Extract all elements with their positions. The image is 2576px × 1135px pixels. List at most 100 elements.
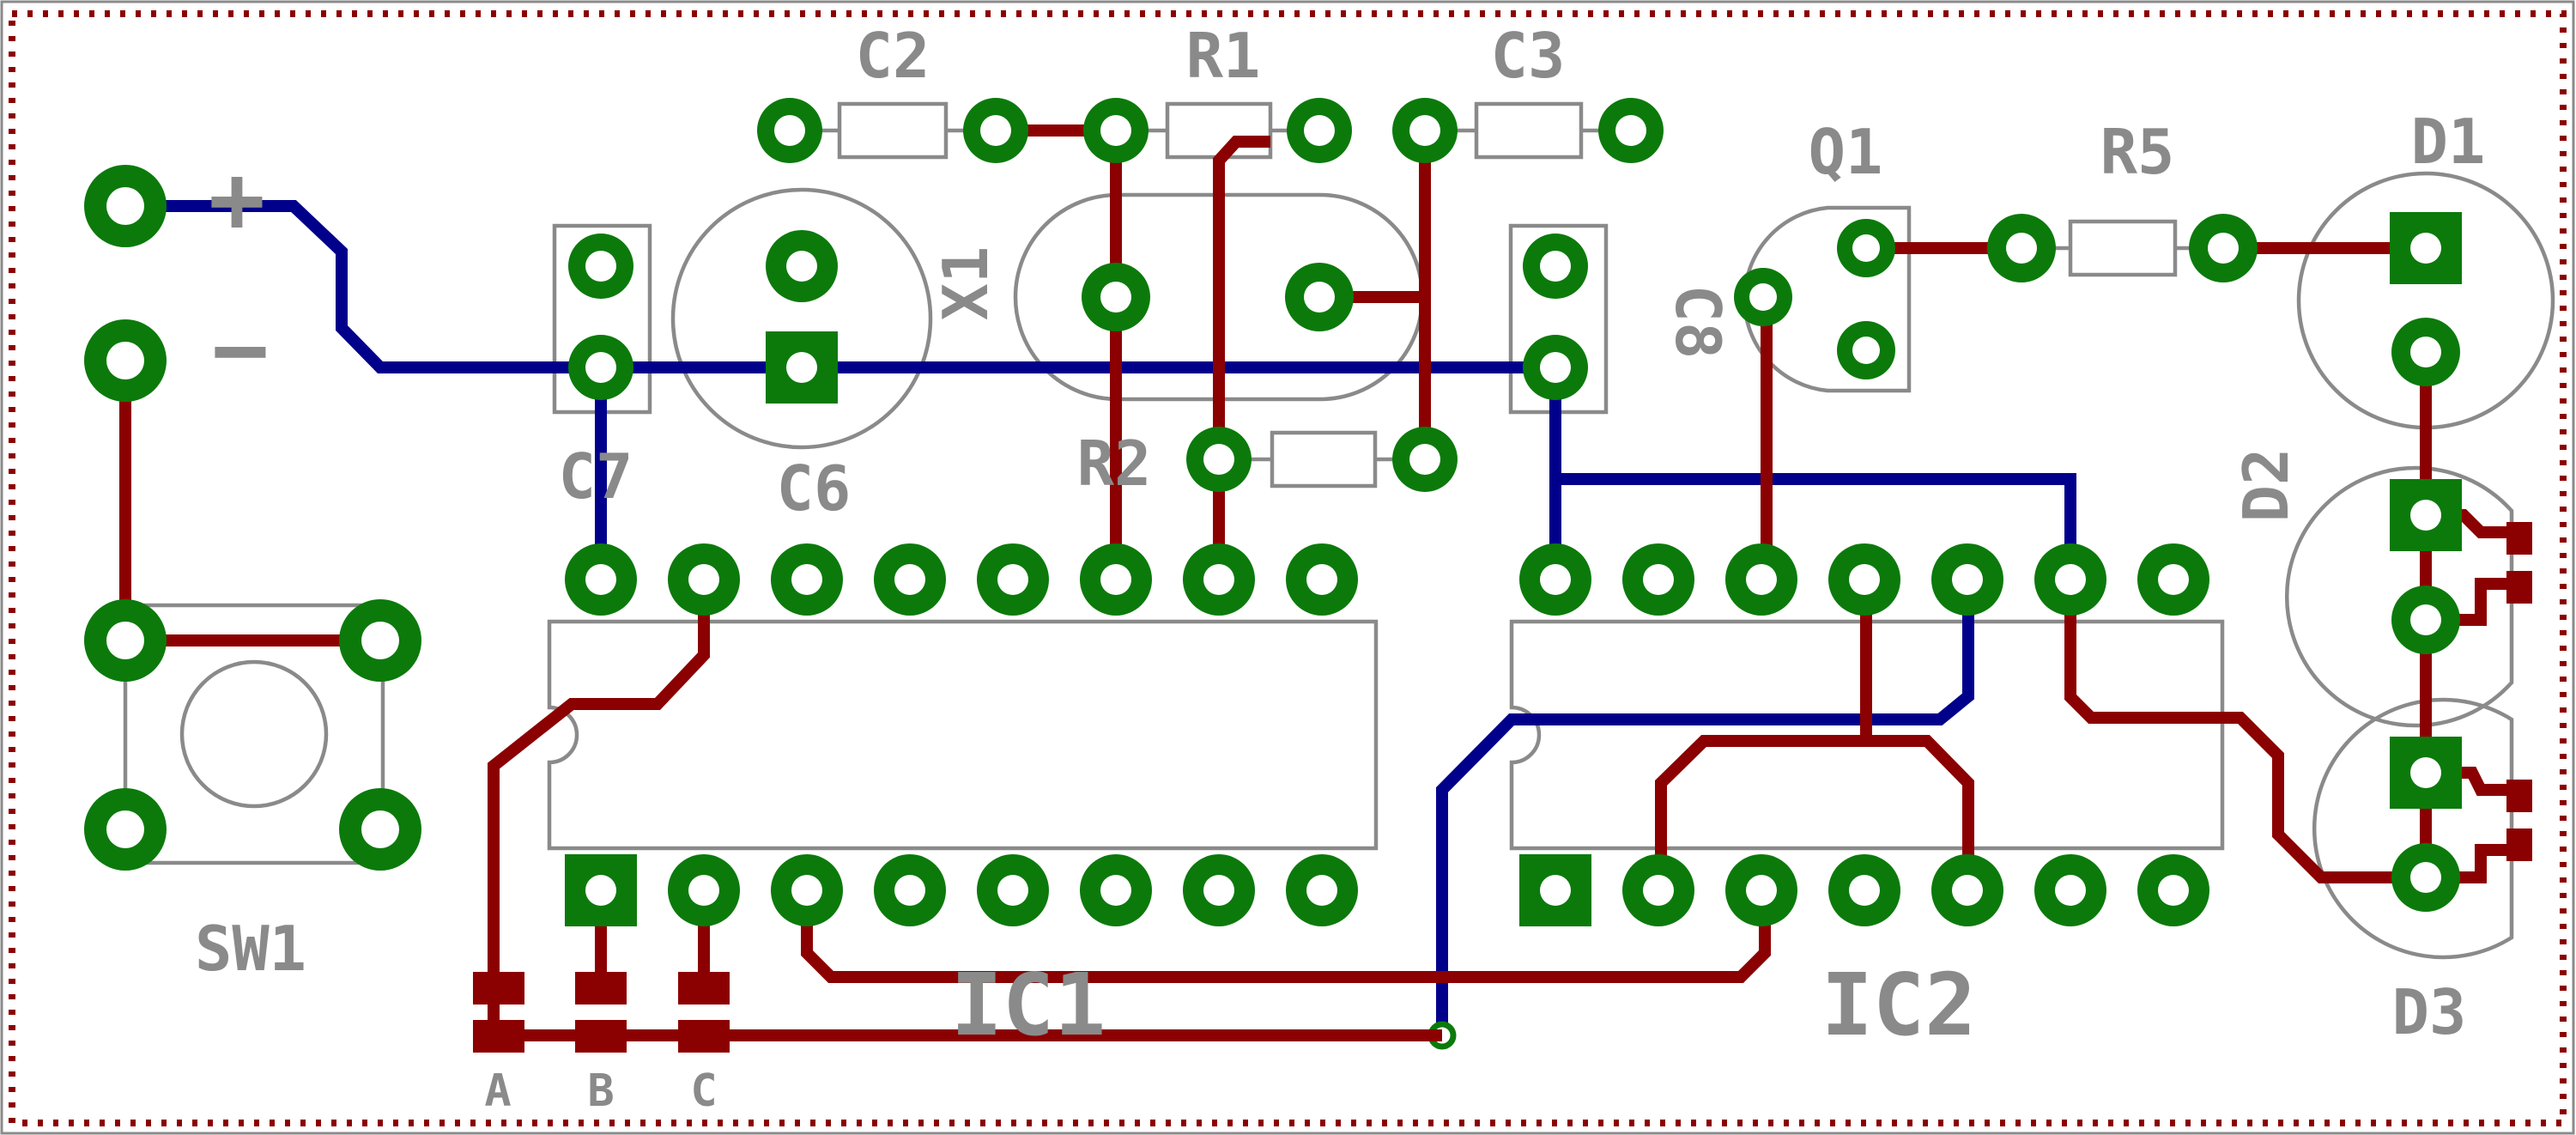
pad-hole bbox=[980, 115, 1011, 146]
pad-hole bbox=[1852, 337, 1880, 364]
pad-hole bbox=[361, 810, 399, 848]
minus-label: − bbox=[212, 294, 269, 404]
pad-hole bbox=[1643, 875, 1674, 906]
pad-hole bbox=[786, 352, 817, 383]
smd-pad-b-bottom bbox=[575, 1020, 627, 1053]
pad-hole bbox=[1540, 352, 1571, 383]
pad-hole bbox=[1952, 875, 1983, 906]
sw1-label: SW1 bbox=[195, 913, 306, 985]
pad-hole bbox=[1203, 564, 1234, 595]
pad-hole bbox=[1203, 875, 1234, 906]
pad-hole bbox=[1849, 564, 1880, 595]
pads-layer bbox=[84, 98, 2462, 926]
ic2-label: IC2 bbox=[1821, 955, 1977, 1055]
pad-hole bbox=[791, 875, 822, 906]
pad-hole bbox=[1952, 564, 1983, 595]
pad-hole bbox=[1849, 875, 1880, 906]
pad-hole bbox=[791, 564, 822, 595]
pad-b-label: B bbox=[587, 1065, 614, 1117]
r1-label: R1 bbox=[1186, 20, 1261, 92]
plus-label: + bbox=[209, 144, 265, 254]
c2-label: C2 bbox=[856, 20, 930, 92]
r2-label: R2 bbox=[1077, 428, 1152, 500]
smd-pad-c-top bbox=[678, 972, 730, 1005]
d1-label: D1 bbox=[2411, 106, 2486, 178]
smd-pad-c-bottom bbox=[678, 1020, 730, 1053]
r1-body bbox=[1165, 101, 1273, 160]
pad-hole bbox=[1304, 115, 1335, 146]
board-edge-dotted bbox=[9, 10, 2567, 1126]
pad-hole bbox=[1100, 564, 1131, 595]
smd-pad-b-top bbox=[575, 972, 627, 1005]
pad-c-label: C bbox=[690, 1065, 717, 1117]
pad-hole bbox=[1100, 282, 1131, 313]
pad-hole bbox=[106, 342, 144, 379]
pad-hole bbox=[2410, 604, 2441, 635]
pad-hole bbox=[2158, 875, 2189, 906]
pad-hole bbox=[1852, 234, 1880, 262]
pad-hole bbox=[1203, 444, 1234, 475]
pad-hole bbox=[2208, 233, 2239, 264]
pad-hole bbox=[1540, 875, 1571, 906]
pad-hole bbox=[1643, 564, 1674, 595]
c3-body bbox=[1474, 101, 1584, 160]
r5-label: R5 bbox=[2100, 116, 2175, 188]
pad-hole bbox=[688, 875, 719, 906]
pad-hole bbox=[1409, 115, 1440, 146]
q1-label: Q1 bbox=[1809, 116, 1883, 188]
smd-pad-a-top bbox=[473, 972, 524, 1005]
pad-hole bbox=[894, 564, 925, 595]
pad-hole bbox=[1409, 444, 1440, 475]
c6-label: C6 bbox=[777, 452, 852, 525]
pad-hole bbox=[1540, 564, 1571, 595]
pad-hole bbox=[585, 875, 616, 906]
sw1-button bbox=[179, 659, 329, 809]
pad-hole bbox=[1540, 251, 1571, 282]
c3-label: C3 bbox=[1491, 20, 1566, 92]
pad-hole bbox=[894, 875, 925, 906]
pad-hole bbox=[2410, 337, 2441, 367]
trace-ic2-via bbox=[1436, 580, 1974, 1033]
pad-a-label: A bbox=[484, 1065, 511, 1117]
d3-label: D3 bbox=[2392, 976, 2467, 1048]
pad-hole bbox=[688, 564, 719, 595]
pad-hole bbox=[106, 622, 144, 659]
pad-hole bbox=[106, 187, 144, 225]
ic1-outline bbox=[547, 619, 1379, 851]
pad-hole bbox=[2410, 500, 2441, 531]
pad-hole bbox=[2006, 233, 2037, 264]
smd-pad-a-bottom bbox=[473, 1020, 524, 1053]
pad-hole bbox=[2410, 233, 2441, 264]
c2-body bbox=[837, 101, 949, 160]
pad-hole bbox=[585, 564, 616, 595]
sw1-outline bbox=[123, 603, 385, 865]
ic2-outline bbox=[1509, 619, 2225, 851]
c7-label: C7 bbox=[559, 440, 633, 513]
r5-body bbox=[2068, 219, 2178, 277]
pad-hole bbox=[585, 352, 616, 383]
pad-hole bbox=[1304, 282, 1335, 313]
pad-hole bbox=[585, 251, 616, 282]
pad-hole bbox=[1746, 564, 1777, 595]
pad-hole bbox=[1306, 875, 1337, 906]
x1-label: X1 bbox=[930, 246, 1002, 321]
pad-hole bbox=[1746, 875, 1777, 906]
ic1-label: IC1 bbox=[951, 955, 1106, 1055]
pad-hole bbox=[106, 810, 144, 848]
pad-hole bbox=[1100, 875, 1131, 906]
pad-hole bbox=[1306, 564, 1337, 595]
pad-hole bbox=[997, 564, 1028, 595]
pad-hole bbox=[2055, 564, 2086, 595]
pad-hole bbox=[774, 115, 805, 146]
pad-hole bbox=[1749, 283, 1777, 311]
c6-outline bbox=[670, 187, 933, 450]
pad-hole bbox=[2410, 862, 2441, 893]
d2-label: D2 bbox=[2230, 448, 2302, 523]
r2-body bbox=[1270, 430, 1378, 489]
pad-hole bbox=[1615, 115, 1646, 146]
pad-hole bbox=[1100, 115, 1131, 146]
pad-hole bbox=[786, 251, 817, 282]
pad-hole bbox=[2055, 875, 2086, 906]
